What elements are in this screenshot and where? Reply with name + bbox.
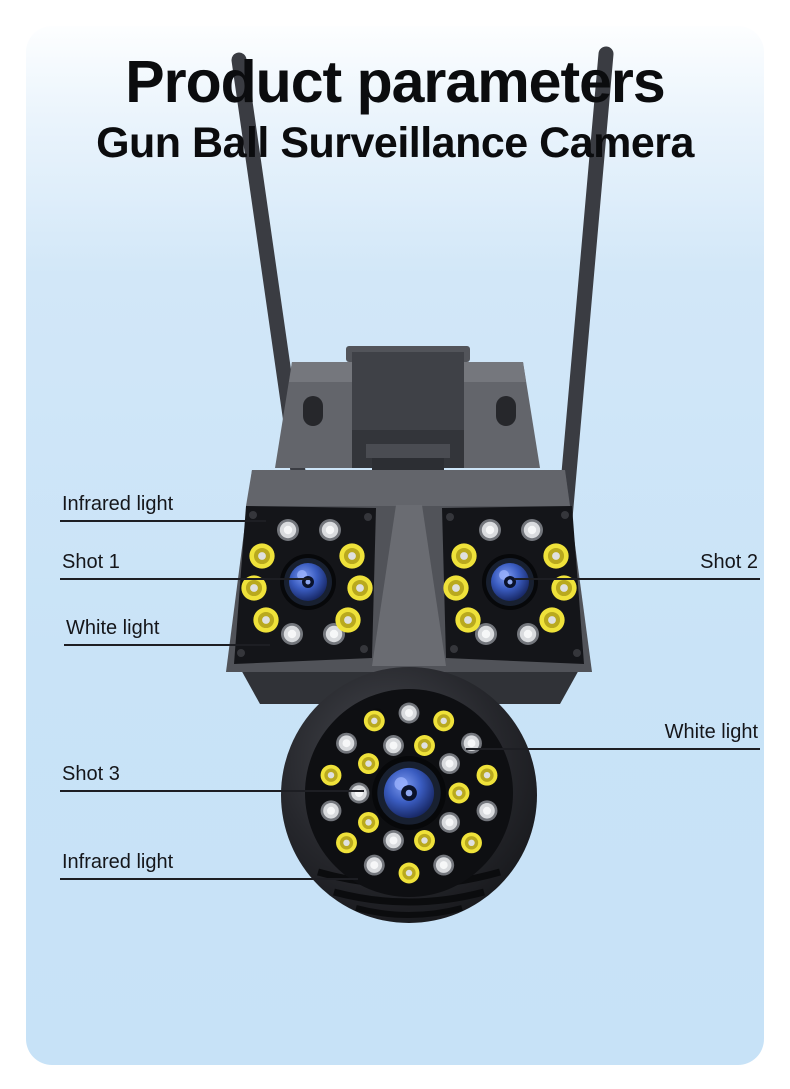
page-title: Product parameters [125, 49, 665, 115]
gun-panel-right [442, 506, 584, 664]
callout-label: Infrared light [62, 851, 174, 873]
callout-infrared-light-bottom: Infrared light [60, 851, 358, 880]
callout-white-light-left: White light [64, 617, 270, 646]
gun-panel-left [234, 506, 376, 664]
callout-label: White light [664, 721, 758, 743]
antenna-right [554, 46, 614, 560]
callout-shot-1: Shot 1 [60, 551, 310, 580]
callout-white-light-right: White light [466, 721, 760, 750]
callout-label: Shot 3 [62, 763, 120, 785]
callout-label: Shot 1 [62, 551, 120, 573]
mounting-bracket [275, 346, 540, 490]
page-header: Product parameters Gun Ball Surveillance… [0, 49, 790, 168]
callout-shot-3: Shot 3 [60, 763, 364, 792]
callout-shot-2: Shot 2 [514, 551, 760, 580]
callout-label: Infrared light [62, 493, 174, 515]
callout-label: White light [66, 617, 160, 639]
ball-camera [281, 667, 537, 923]
page-subtitle: Gun Ball Surveillance Camera [96, 119, 694, 168]
callout-label: Shot 2 [700, 551, 758, 573]
lens-shot3 [372, 756, 446, 830]
callout-infrared-light-top: Infrared light [60, 493, 266, 522]
